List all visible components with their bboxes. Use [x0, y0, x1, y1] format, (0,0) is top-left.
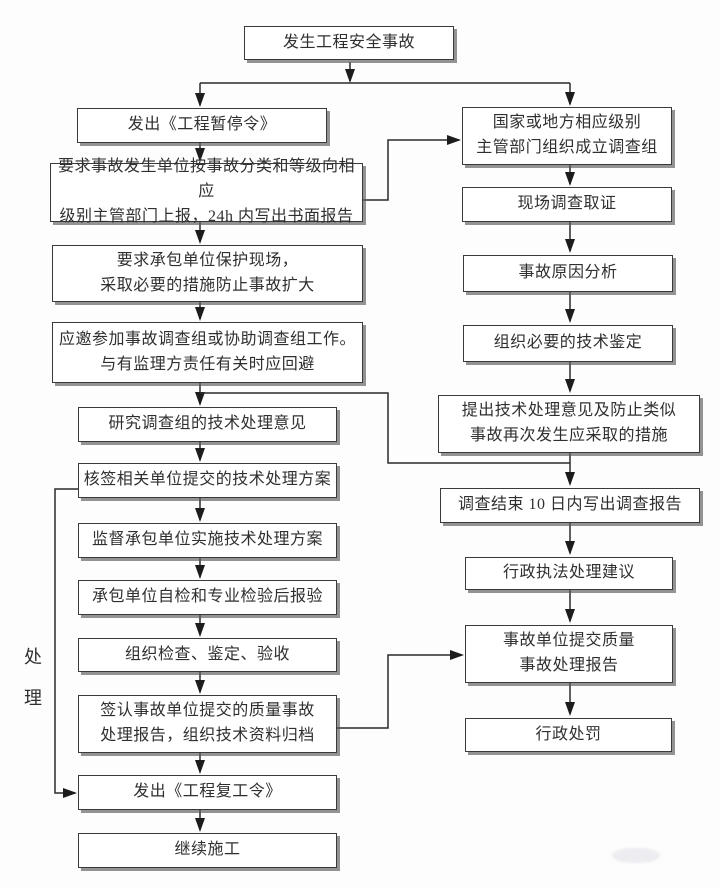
connector-countersign-to-resume-loop — [54, 488, 78, 798]
flow-node-organize-acceptance: 组织检查、鉴定、验收 — [78, 638, 337, 672]
flow-node-start: 发生工程安全事故 — [244, 26, 454, 60]
flow-node-enforcement-suggestion: 行政执法处理建议 — [465, 557, 673, 590]
flow-node-cause-analysis: 事故原因分析 — [463, 255, 673, 292]
flow-node-resume-order: 发出《工程复工令》 — [78, 775, 337, 810]
flow-node-quality-report: 事故单位提交质量 事故处理报告 — [465, 625, 673, 683]
flow-node-administrative-penalty: 行政处罚 — [465, 718, 672, 752]
phase-label-handling: 处 理 — [24, 647, 42, 708]
connector-measures-feedback — [200, 392, 570, 464]
flow-node-supervise-plan: 监督承包单位实施技术处理方案 — [78, 523, 337, 558]
flow-node-sign-archive: 签认事故单位提交的质量事故 处理报告，组织技术资料归档 — [78, 695, 337, 753]
flow-node-study-opinion: 研究调查组的技术处理意见 — [78, 407, 337, 442]
flow-node-propose-measures: 提出技术处理意见及防止类似 事故再次发生应采取的措施 — [438, 395, 700, 453]
connector-sign-to-quality-side — [337, 650, 464, 729]
watermark-smudge — [612, 848, 660, 863]
flow-node-continue-construction: 继续施工 — [78, 833, 337, 868]
flow-node-site-evidence: 现场调查取证 — [462, 187, 672, 222]
flow-node-technical-appraisal: 组织必要的技术鉴定 — [463, 325, 673, 362]
flow-node-investigation-team: 国家或地方相应级别 主管部门组织成立调查组 — [462, 107, 672, 165]
flow-node-join-investigation: 应邀参加事故调查组或协助调查组工作。 与有监理方责任有关时应回避 — [52, 322, 363, 383]
flow-node-suspend-order: 发出《工程暂停令》 — [77, 108, 327, 143]
flow-node-investigation-report: 调查结束 10 日内写出调查报告 — [440, 488, 700, 523]
flow-node-report-24h: 要求事故发生单位按事故分类和等级向相应 级别主管部门上报，24h 内写出书面报告 — [50, 158, 363, 225]
flow-node-countersign-plan: 核签相关单位提交的技术处理方案 — [78, 463, 337, 498]
flow-node-protect-site: 要求承包单位保护现场， 采取必要的措施防止事故扩大 — [52, 245, 363, 302]
flow-node-contractor-selfcheck: 承包单位自检和专业检验后报验 — [78, 580, 337, 615]
connector-report-to-team-side — [363, 135, 461, 201]
